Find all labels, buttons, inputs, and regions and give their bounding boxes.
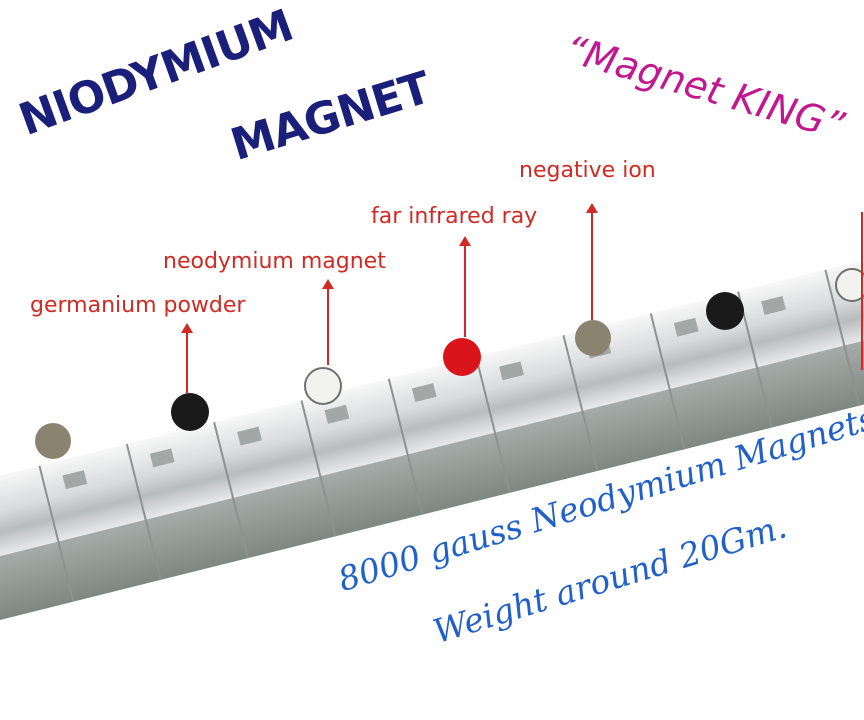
negative-ion-stone-1 bbox=[304, 367, 342, 405]
far-infrared-stone bbox=[443, 338, 481, 376]
negative-ion-stone-2 bbox=[835, 268, 864, 302]
neodymium-stone-1 bbox=[171, 393, 209, 431]
arrow-far-infrared bbox=[459, 236, 471, 337]
arrow-neodymium bbox=[322, 279, 334, 365]
label-neodymium-magnet: neodymium magnet bbox=[163, 249, 386, 274]
arrow-germanium bbox=[181, 323, 193, 394]
label-negative-ion: negative ion bbox=[519, 158, 656, 183]
neodymium-stone-2 bbox=[706, 292, 744, 330]
label-far-infrared-ray: far infrared ray bbox=[371, 204, 538, 229]
germanium-stone-1 bbox=[35, 423, 71, 459]
label-germanium-powder: germanium powder bbox=[30, 293, 246, 318]
germanium-stone-2 bbox=[575, 320, 611, 356]
arrow-negative-ion bbox=[586, 203, 598, 320]
